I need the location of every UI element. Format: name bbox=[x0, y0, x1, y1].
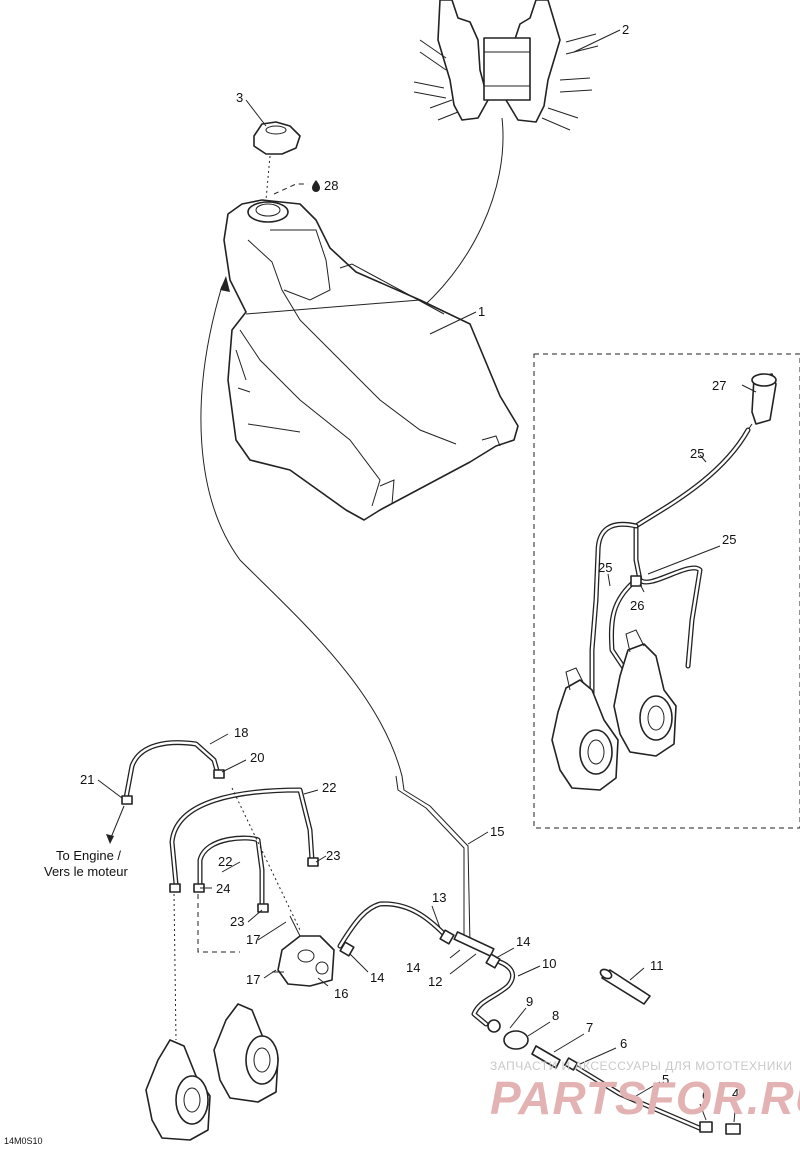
watermark-logo: PARTSFOR.RU bbox=[490, 1072, 800, 1124]
assembly-arrow-bracket bbox=[411, 117, 504, 317]
fuel-cap bbox=[253, 121, 301, 201]
callout-27: 27 bbox=[712, 378, 726, 393]
watermark: ЗАПЧАСТИ И АКСЕССУАРЫ ДЛЯ МОТОТЕХНИКИ PA… bbox=[490, 1059, 800, 1124]
callout-12: 12 bbox=[428, 974, 442, 989]
callout-20: 20 bbox=[250, 750, 264, 765]
callout-17b: 17 bbox=[246, 972, 260, 987]
callout-10: 10 bbox=[542, 956, 556, 971]
callout-28: 28 bbox=[324, 178, 338, 193]
note-vers-moteur: Vers le moteur bbox=[44, 864, 128, 879]
callout-23b: 23 bbox=[230, 914, 244, 929]
diagram-code: 14M0S10 bbox=[4, 1136, 43, 1146]
primer-knob bbox=[743, 373, 777, 437]
fuel-line bbox=[337, 775, 707, 1133]
fuel-pump bbox=[272, 915, 335, 987]
callout-14c: 14 bbox=[516, 934, 530, 949]
callout-25b: 25 bbox=[722, 532, 736, 547]
callout-22b: 22 bbox=[218, 854, 232, 869]
callout-1: 1 bbox=[478, 304, 485, 319]
watermark-tagline: ЗАПЧАСТИ И АКСЕССУАРЫ ДЛЯ МОТОТЕХНИКИ bbox=[490, 1059, 792, 1073]
callout-23a: 23 bbox=[326, 848, 340, 863]
callout-3: 3 bbox=[236, 90, 243, 105]
leader-lines bbox=[97, 29, 757, 1123]
carburetors-lower bbox=[145, 1003, 279, 1141]
callout-25a: 25 bbox=[690, 446, 704, 461]
callout-16: 16 bbox=[334, 986, 348, 1001]
callout-7: 7 bbox=[586, 1020, 593, 1035]
primer-detail-box bbox=[533, 353, 800, 829]
callout-5: 5 bbox=[662, 1072, 669, 1087]
callout-9: 9 bbox=[526, 994, 533, 1009]
callout-6a: 6 bbox=[620, 1036, 627, 1051]
tank-bracket bbox=[413, 0, 599, 131]
callouts: 2 3 28 1 27 25 25 25 26 18 20 21 22 23 2… bbox=[4, 22, 739, 1146]
callout-2: 2 bbox=[622, 22, 629, 37]
callout-14b: 14 bbox=[406, 960, 420, 975]
callout-6b: 6 bbox=[702, 1088, 709, 1103]
callout-13: 13 bbox=[432, 890, 446, 905]
callout-18: 18 bbox=[234, 725, 248, 740]
callout-25c: 25 bbox=[598, 560, 612, 575]
callout-4: 4 bbox=[732, 1086, 739, 1101]
vent-hoses bbox=[121, 740, 319, 913]
callout-26: 26 bbox=[630, 598, 644, 613]
callout-24: 24 bbox=[216, 881, 230, 896]
callout-17a: 17 bbox=[246, 932, 260, 947]
primer-carburetors bbox=[551, 629, 677, 791]
assembly-arrow-vent bbox=[200, 285, 403, 777]
callout-11: 11 bbox=[650, 958, 664, 973]
callout-21: 21 bbox=[80, 772, 94, 787]
lubricant-drop-icon bbox=[312, 180, 320, 192]
note-to-engine: To Engine / bbox=[56, 848, 121, 863]
fuel-line-fittings bbox=[339, 929, 741, 1135]
callout-14a: 14 bbox=[370, 970, 384, 985]
callout-15: 15 bbox=[490, 824, 504, 839]
callout-22a: 22 bbox=[322, 780, 336, 795]
fuel-tank bbox=[223, 199, 519, 521]
callout-8: 8 bbox=[552, 1008, 559, 1023]
primer-lines bbox=[589, 427, 751, 719]
